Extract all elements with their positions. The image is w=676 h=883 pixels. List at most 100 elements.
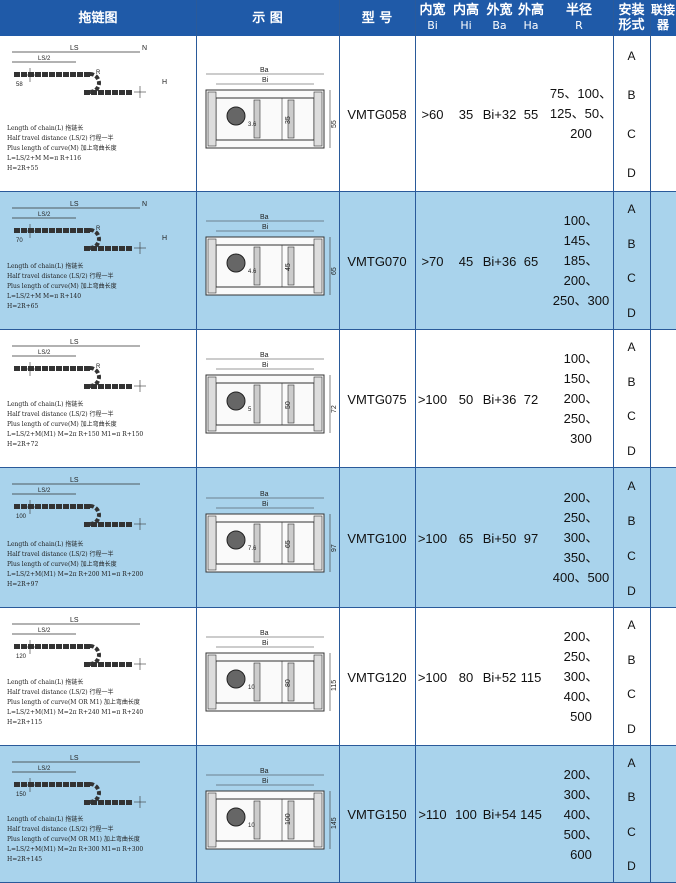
formula-line: Half travel distance (LS/2) 行程一半 — [7, 551, 114, 558]
divider — [287, 662, 295, 702]
chain-link — [84, 800, 90, 805]
thickness-label: 3.6 — [248, 122, 257, 128]
chain-link — [112, 522, 118, 527]
inner-height-cell: 45 — [450, 192, 482, 330]
formula-line: Plus length of curve(M) 加上弯曲长度 — [7, 283, 117, 290]
divider — [253, 523, 261, 563]
radius-value: 400、500 — [552, 570, 610, 585]
mount-letter: D — [627, 721, 636, 736]
radius-value: 200、300、 — [563, 766, 599, 802]
chain-bend — [89, 72, 101, 94]
divider — [287, 384, 295, 424]
chain-link — [105, 662, 111, 667]
half-label: LS/2 — [38, 628, 51, 634]
bi-label: Bi — [262, 224, 269, 231]
mount-letter: A — [627, 478, 636, 493]
chain-link — [98, 522, 104, 527]
chain-link — [70, 366, 76, 371]
chain-bend — [89, 504, 101, 526]
radius-value: 185、200、 — [563, 253, 599, 288]
ha-label: 65 — [331, 267, 338, 275]
cable-section — [226, 106, 246, 126]
chain-link — [119, 800, 125, 805]
radius-value: 100、145、 — [563, 213, 599, 248]
inner-height-cell: 65 — [450, 468, 482, 608]
chain-link — [56, 644, 62, 649]
side-plate — [313, 654, 323, 710]
chain-link — [14, 72, 20, 77]
chain-link — [63, 72, 69, 77]
header-drawing: 拖链图 — [78, 10, 118, 26]
radius-value: 300 — [570, 431, 592, 446]
chain-link — [98, 662, 104, 667]
inner-height-cell: 35 — [450, 36, 482, 192]
chain-link — [35, 644, 41, 649]
chain-link — [56, 228, 62, 233]
column-divider — [613, 0, 614, 883]
cable-section — [226, 253, 246, 273]
side-plate — [313, 91, 323, 147]
ls-label: LS — [70, 45, 79, 52]
hi-label: 100 — [285, 813, 292, 825]
outer-width-cell-text: Bi+36 — [482, 391, 517, 407]
half-label: LS/2 — [38, 56, 51, 62]
inner-width-cell: >100 — [415, 608, 450, 746]
radius-cell: 75、100、125、50、200 — [545, 36, 617, 192]
cable-section — [226, 669, 246, 689]
chain-link — [56, 366, 62, 371]
chain-link — [112, 662, 118, 667]
half-label: LS/2 — [38, 488, 51, 494]
ha-label: 145 — [331, 817, 338, 829]
column-divider — [339, 0, 340, 883]
outer-height-cell-text: 65 — [523, 253, 539, 269]
chain-link — [77, 644, 83, 649]
chain-link — [126, 90, 132, 95]
chain-link — [77, 72, 83, 77]
mount-letter: C — [627, 687, 636, 702]
chain-link — [84, 504, 90, 509]
inner-height-cell-text: 100 — [455, 807, 477, 822]
chain-link — [126, 522, 132, 527]
outer-height-cell-text: 97 — [523, 530, 539, 546]
outer-height-cell: 145 — [517, 746, 545, 883]
chain-link — [28, 504, 34, 509]
outer-width-cell: Bi+32 — [482, 36, 517, 192]
side-plate — [207, 792, 217, 847]
inner-height-cell: 50 — [450, 330, 482, 468]
h-label: H — [162, 79, 167, 86]
row-divider — [0, 745, 676, 746]
chain-link — [105, 246, 111, 251]
chain-link — [70, 228, 76, 233]
ha-label: 97 — [331, 544, 338, 552]
chain-link — [28, 72, 34, 77]
chain-link — [63, 644, 69, 649]
mount-letter: C — [627, 548, 636, 563]
chain-link — [112, 800, 118, 805]
thickness-label: 10 — [248, 685, 255, 691]
mount-letter: B — [627, 652, 636, 667]
offset-label: 58 — [16, 82, 23, 88]
offset-label: 70 — [16, 238, 23, 244]
mount-letter: B — [627, 513, 636, 528]
chain-link — [84, 246, 90, 251]
inner-width-cell-text: >110 — [418, 807, 447, 822]
chain-link — [119, 662, 125, 667]
thickness-label: 4.6 — [248, 269, 257, 275]
chain-link — [21, 644, 27, 649]
outer-frame — [205, 236, 325, 296]
inner-height-cell-text: 50 — [458, 391, 474, 407]
chain-link — [119, 522, 125, 527]
column-divider — [650, 0, 651, 883]
formula-line: L=LS/2+M(M1) M=2π R+240 M1=π R+240 — [7, 709, 144, 716]
formula-line: Plus length of curve(M) 加上弯曲长度 — [7, 561, 117, 568]
radius-cell: 200、300、400、500、600 — [545, 746, 617, 883]
formula-line: Length of chain(L) 拖链长 — [7, 679, 84, 686]
radius-value: 300、400、 — [563, 669, 599, 704]
